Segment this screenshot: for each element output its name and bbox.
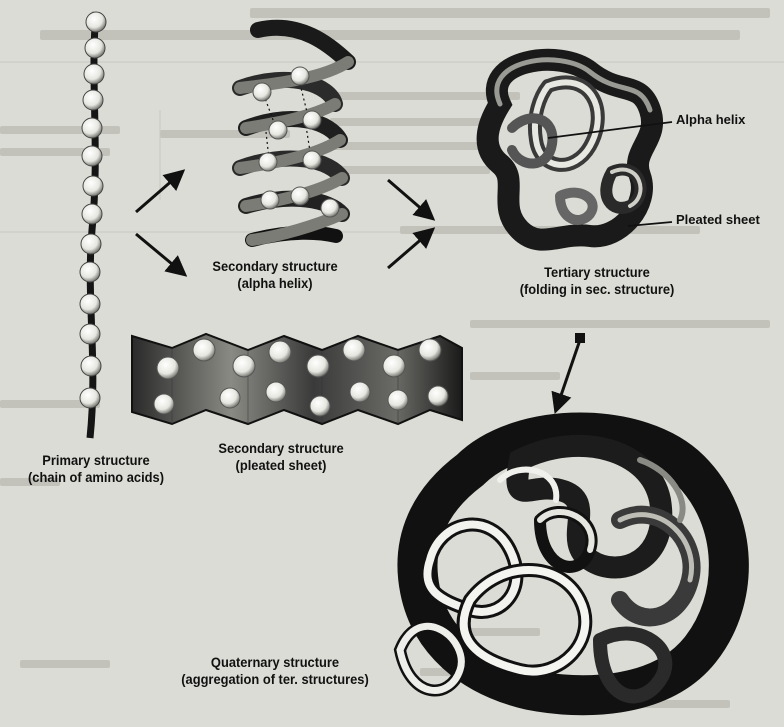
quaternary-structure-subtitle: (aggregation of ter. structures) <box>151 671 399 688</box>
tertiary-structure-title: Tertiary structure <box>491 264 703 281</box>
arrow-tertiary-to-quaternary <box>556 334 582 410</box>
secondary-sheet-subtitle: (pleated sheet) <box>203 457 359 474</box>
tertiary-structure-label: Tertiary structure (folding in sec. stru… <box>491 264 703 298</box>
secondary-sheet-title: Secondary structure <box>203 440 359 457</box>
pleated-sheet-callout-label: Pleated sheet <box>676 212 760 228</box>
primary-structure-title: Primary structure <box>10 452 183 469</box>
secondary-helix-label: Secondary structure (alpha helix) <box>197 258 353 292</box>
tertiary-structure-fold <box>488 60 652 240</box>
quaternary-structure-title: Quaternary structure <box>151 654 399 671</box>
tertiary-structure-subtitle: (folding in sec. structure) <box>491 281 703 298</box>
primary-structure-chain <box>80 12 106 438</box>
alpha-helix-ribbon <box>240 28 348 240</box>
secondary-helix-title: Secondary structure <box>197 258 353 275</box>
arrow-primary-to-sheet <box>136 234 184 274</box>
arrow-helix-to-tertiary <box>388 180 432 218</box>
arrow-sheet-to-tertiary <box>388 230 432 268</box>
quaternary-structure-label: Quaternary structure (aggregation of ter… <box>151 654 399 688</box>
pleated-sheet-ribbon <box>132 334 462 424</box>
arrow-primary-to-helix <box>136 172 182 212</box>
secondary-helix-subtitle: (alpha helix) <box>197 275 353 292</box>
secondary-sheet-label: Secondary structure (pleated sheet) <box>203 440 359 474</box>
arrow-tail-square <box>576 334 584 342</box>
primary-structure-label: Primary structure (chain of amino acids) <box>10 452 183 486</box>
alpha-helix-callout-label: Alpha helix <box>676 112 745 128</box>
quaternary-structure-aggregate <box>400 433 729 697</box>
primary-structure-subtitle: (chain of amino acids) <box>10 469 183 486</box>
